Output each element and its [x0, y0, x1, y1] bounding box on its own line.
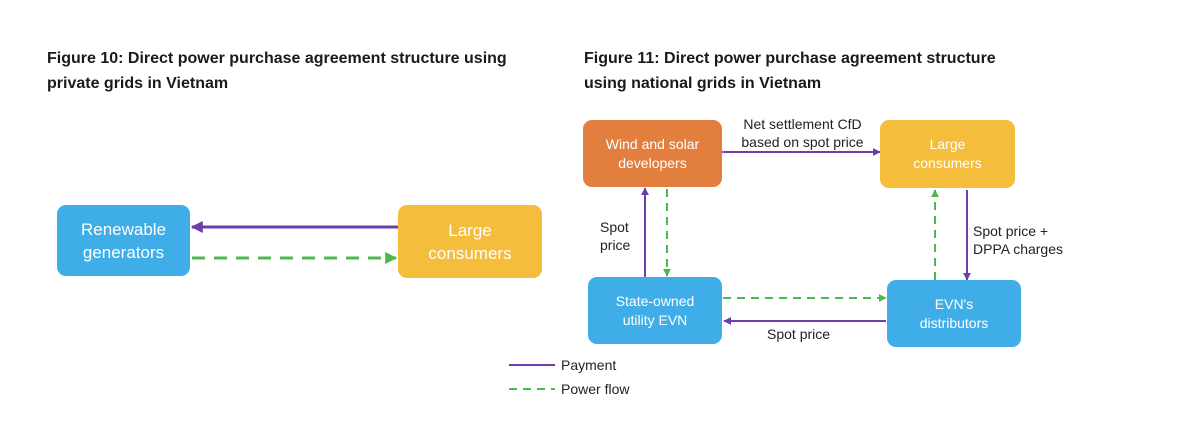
wind-solar-developers-node: Wind and solar developers	[583, 120, 722, 187]
evn-distributors-label: EVN's distributors	[919, 295, 989, 331]
cfd-label: Net settlement CfD based on spot price	[741, 116, 864, 150]
large-consumers-node-fig11: Large consumers	[880, 120, 1015, 188]
spot-price-left-label: Spot price	[600, 219, 631, 253]
figure-10-title: Figure 10: Direct power purchase agreeme…	[47, 50, 507, 92]
large-consumers-label-fig11: Large consumers	[913, 136, 982, 171]
legend-powerflow-label: Power flow	[561, 381, 630, 397]
figure-11-title: Figure 11: Direct power purchase agreeme…	[584, 50, 996, 92]
state-owned-evn-label: State-owned utility EVN	[615, 292, 695, 328]
state-owned-evn-node: State-owned utility EVN	[588, 277, 722, 344]
legend-payment-label: Payment	[561, 357, 617, 373]
renewable-generators-label: Renewable generators	[80, 219, 167, 262]
spot-price-dppa-label: Spot price + DPPA charges	[973, 223, 1064, 257]
wind-solar-developers-label: Wind and solar developers	[605, 135, 700, 171]
large-consumers-label-fig10: Large consumers	[428, 220, 512, 263]
renewable-generators-node: Renewable generators	[57, 205, 190, 276]
large-consumers-node-fig10: Large consumers	[398, 205, 542, 278]
evn-distributors-node: EVN's distributors	[887, 280, 1021, 347]
spot-price-bottom-label: Spot price	[767, 326, 831, 342]
